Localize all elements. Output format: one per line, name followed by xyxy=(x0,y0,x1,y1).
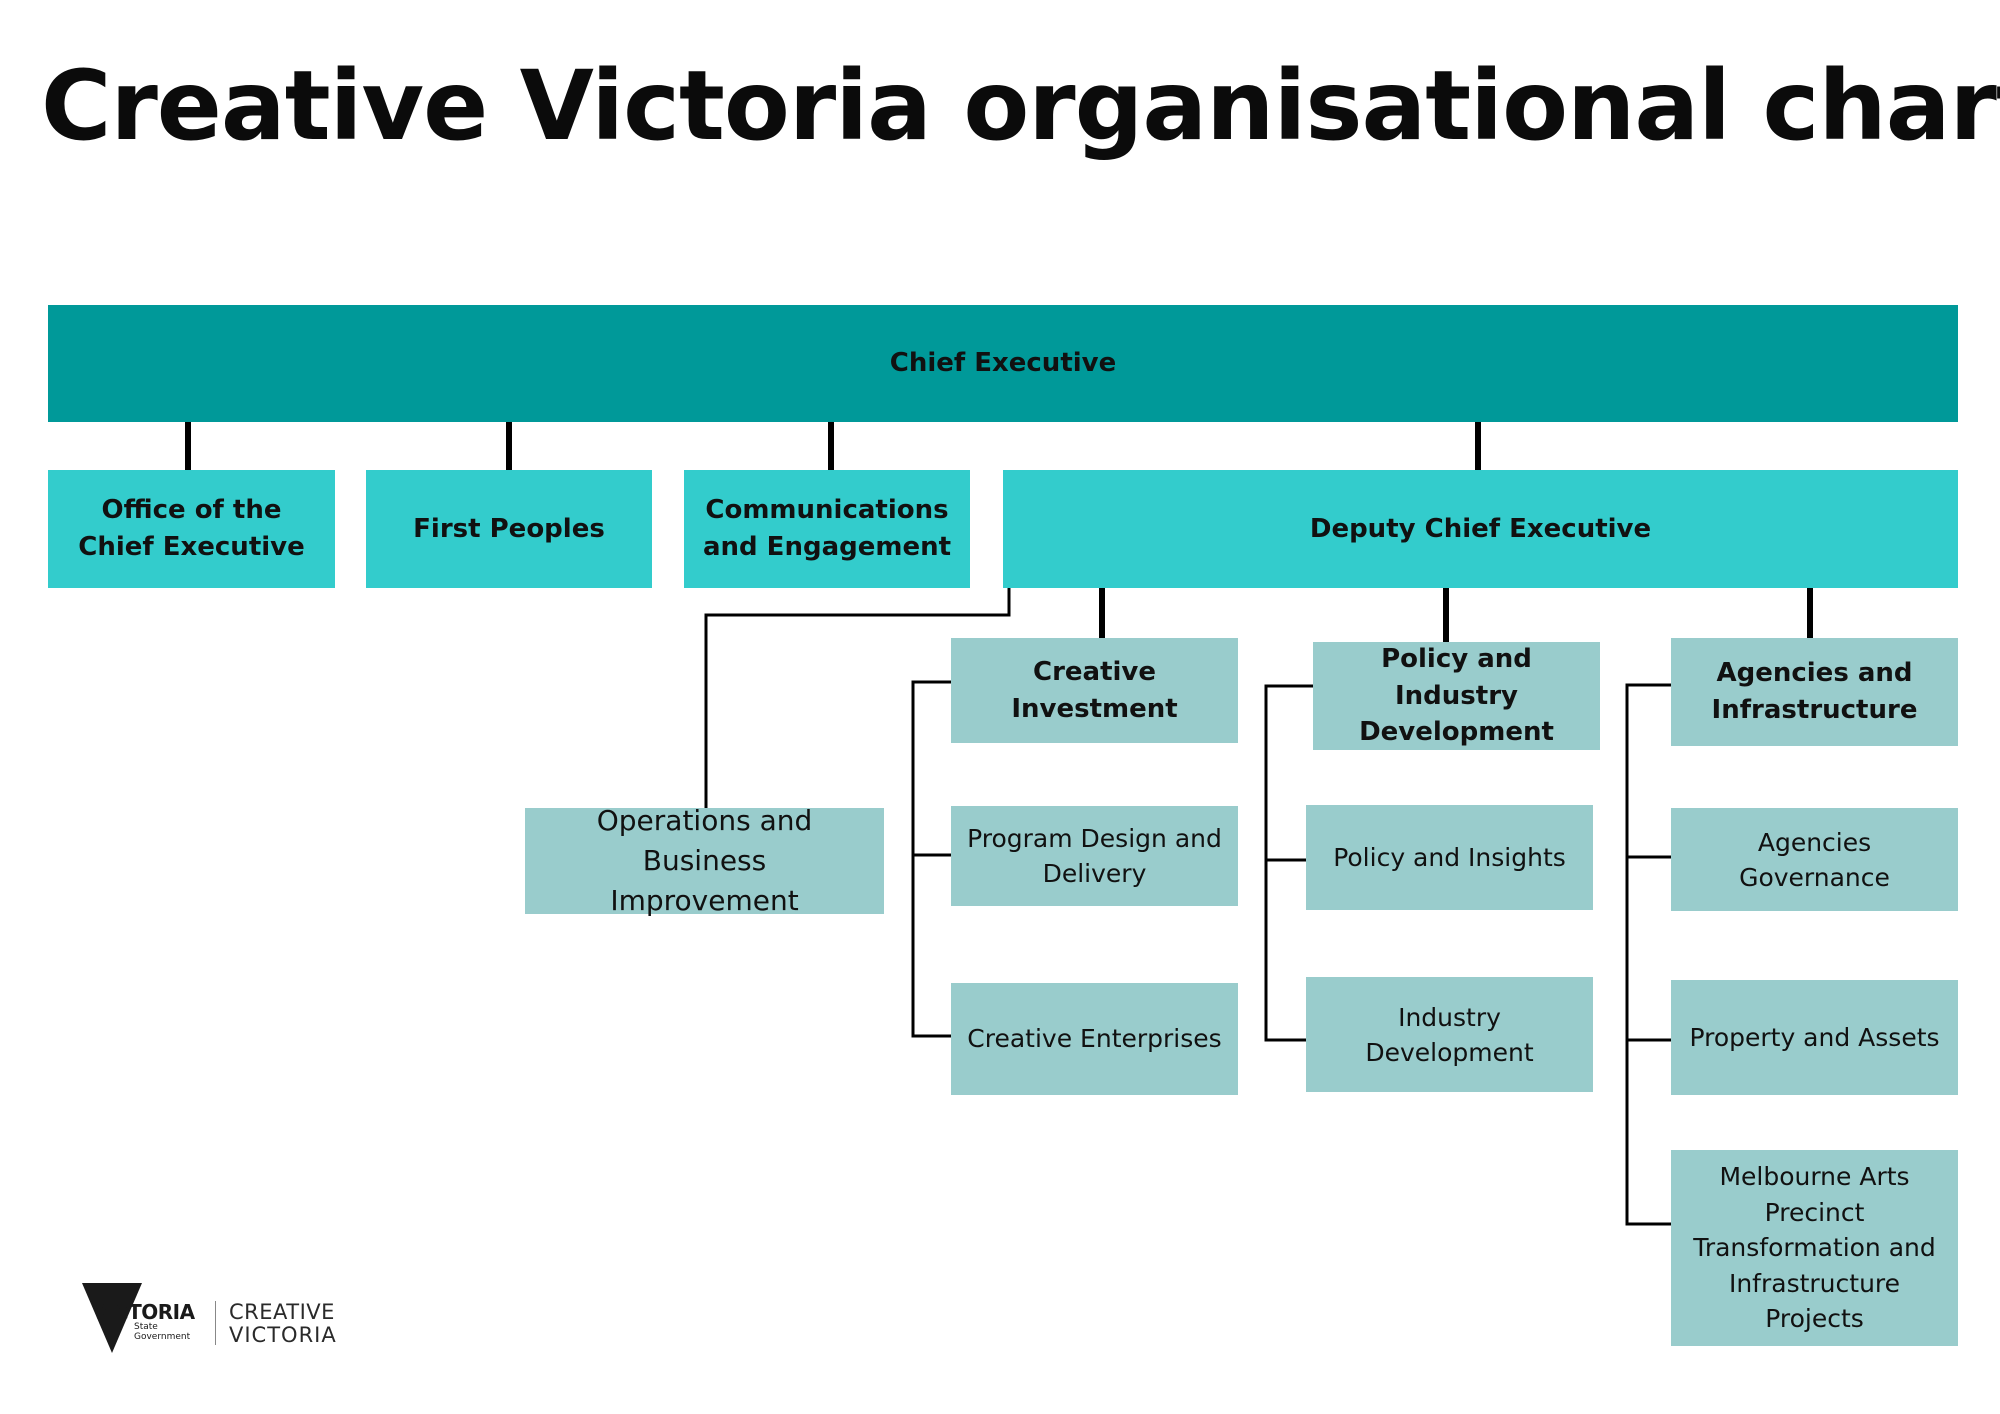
operations-business-improvement-box: Operations and Business Improvement xyxy=(525,804,884,917)
industry-development-label: Industry Development xyxy=(1365,1002,1534,1067)
logo-creative-word: CREATIVE xyxy=(229,1300,335,1324)
bracket-agencies xyxy=(1625,683,1671,1226)
office-chief-executive-label: Office of the Chief Executive xyxy=(78,495,305,562)
deputy-chief-executive-label: Deputy Chief Executive xyxy=(1309,513,1652,544)
agencies-governance-label: Agencies Governance xyxy=(1739,827,1890,892)
creative-investment-box: Creative Investment xyxy=(951,638,1238,743)
bracket-creative-investment xyxy=(911,680,951,1038)
victoria-state-government-logo: VICTORIA State Government CREATIVE VICTO… xyxy=(82,1283,362,1353)
first-peoples-label: First Peoples xyxy=(413,513,605,544)
logo-government-word: Government xyxy=(134,1332,191,1342)
program-design-delivery-label: Program Design and Delivery xyxy=(967,824,1222,888)
office-chief-executive-box: Office of the Chief Executive xyxy=(48,470,335,588)
property-assets-label: Property and Assets xyxy=(1689,1022,1940,1052)
chief-executive-label: Chief Executive xyxy=(889,348,1117,379)
creative-enterprises-box: Creative Enterprises xyxy=(951,983,1238,1095)
creative-enterprises-label: Creative Enterprises xyxy=(967,1024,1222,1054)
program-design-delivery-box: Program Design and Delivery xyxy=(951,806,1238,906)
operations-business-improvement-label: Operations and Business Improvement xyxy=(596,804,813,917)
logo-divider xyxy=(215,1301,216,1345)
connector-operations xyxy=(704,588,1011,808)
policy-insights-label: Policy and Insights xyxy=(1333,842,1566,872)
bracket-policy-industry xyxy=(1264,684,1313,1042)
melbourne-arts-precinct-box: Melbourne Arts Precinct Transformation a… xyxy=(1671,1150,1958,1346)
chief-executive-box: Chief Executive xyxy=(48,305,1958,422)
property-assets-box: Property and Assets xyxy=(1671,980,1958,1095)
industry-development-box: Industry Development xyxy=(1306,977,1593,1092)
logo-victoria2-word: VICTORIA xyxy=(229,1323,337,1347)
victoria-shield-icon xyxy=(82,1283,142,1353)
chart-title: Creative Victoria organisational chart xyxy=(41,50,2000,162)
policy-industry-development-box: Policy and Industry Development xyxy=(1313,642,1600,750)
agencies-infrastructure-label: Agencies and Infrastructure xyxy=(1711,658,1918,725)
melbourne-arts-precinct-label: Melbourne Arts Precinct Transformation a… xyxy=(1693,1162,1936,1334)
agencies-infrastructure-box: Agencies and Infrastructure xyxy=(1671,638,1958,746)
policy-industry-development-label: Policy and Industry Development xyxy=(1359,643,1554,748)
communications-engagement-box: Communications and Engagement xyxy=(684,470,970,588)
first-peoples-box: First Peoples xyxy=(366,470,652,588)
agencies-governance-box: Agencies Governance xyxy=(1671,808,1958,911)
deputy-chief-executive-box: Deputy Chief Executive xyxy=(1003,470,1958,588)
communications-engagement-label: Communications and Engagement xyxy=(702,495,952,562)
logo-state-word: State xyxy=(134,1322,158,1332)
policy-insights-box: Policy and Insights xyxy=(1306,805,1593,910)
creative-investment-label: Creative Investment xyxy=(1011,656,1178,724)
logo-victoria-word: VICTORIA xyxy=(92,1300,195,1324)
